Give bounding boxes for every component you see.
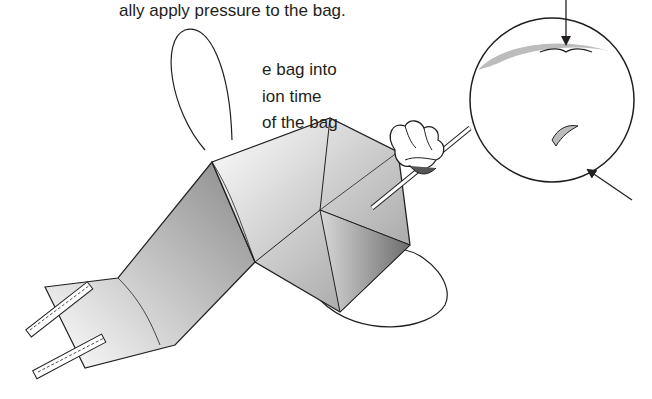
instruction-text: e bag into <box>262 60 337 80</box>
instruction-text: of the bag <box>262 113 338 133</box>
instruction-text: ally apply pressure to the bag. <box>119 1 346 21</box>
instruction-text: ion time <box>262 87 322 107</box>
